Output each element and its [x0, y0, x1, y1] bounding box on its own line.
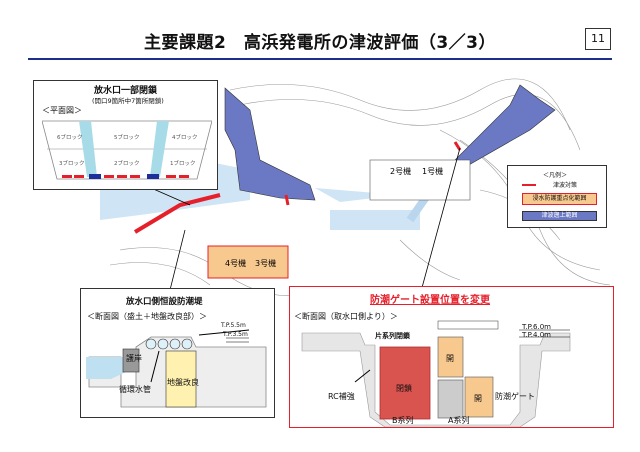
legend-swatch-red	[522, 184, 536, 186]
unit-1-label: 1号機	[422, 166, 443, 176]
open-gate-a2	[464, 376, 494, 418]
legend-item-inundation: 津波遡上範囲	[522, 211, 597, 221]
open-label: 開	[474, 394, 482, 403]
legend-label: 津波対策	[553, 182, 578, 189]
tp-low-label: T.P.4.0m	[522, 331, 551, 339]
flood-protection-area	[207, 245, 289, 279]
tsunami-measure-seawall	[133, 193, 221, 234]
block-label: 1ブロック	[170, 159, 196, 167]
block-label: 5ブロック	[114, 133, 140, 141]
page-number: 11	[585, 28, 611, 50]
panel-title: 放水口側恒設防潮堤	[126, 297, 203, 307]
inundation-area-outlet	[224, 87, 316, 201]
view-label: ＜断面図（盛土＋地盤改良部）＞	[87, 312, 207, 321]
rc-reinforcement-label: RC補強	[328, 392, 355, 401]
ground-improvement-label: 地盤改良	[167, 378, 199, 387]
seawall-panel: 放水口側恒設防潮堤 ＜断面図（盛土＋地盤改良部）＞ 護岸 循環水管 地盤改良 T…	[80, 288, 275, 418]
a-line-label: A系列	[448, 416, 470, 425]
tide-gate-panel: 防潮ゲート設置位置を変更 ＜断面図（取水口側より）＞ 片系列閉鎖 閉鎖 開 開 …	[289, 286, 614, 428]
panel-title: 防潮ゲート設置位置を変更	[370, 295, 490, 306]
tide-gate-label: 防潮ゲート	[495, 392, 535, 401]
tp-high-label: T.P.5.5m	[221, 322, 246, 329]
outlet-closure-panel: 放水口一部閉鎖 (開口9箇所中7箇所閉鎖) ＜平面図＞ 6ブロック 5ブロック …	[33, 80, 218, 190]
tsunami-measure-outlet	[284, 194, 290, 206]
legend-title: ＜凡例＞	[543, 172, 568, 179]
panel-subtitle: (開口9箇所中7箇所閉鎖)	[92, 97, 164, 105]
pipe-label: 循環水管	[119, 385, 151, 394]
tp-low-label: T.P.3.5m	[223, 331, 248, 338]
closed-label: 閉鎖	[396, 384, 412, 393]
panel-title: 放水口一部閉鎖	[94, 86, 158, 96]
unit-4-label: 4号機	[225, 258, 246, 268]
view-label: ＜平面図＞	[42, 106, 82, 115]
title-divider	[28, 58, 612, 60]
revetment-label: 護岸	[126, 354, 142, 363]
intake-channel	[330, 210, 420, 230]
one-side-closure-label: 片系列閉鎖	[375, 332, 410, 340]
block-label: 3ブロック	[59, 159, 85, 167]
open-gate-a1	[437, 336, 464, 378]
tp-high-label: T.P.6.0m	[522, 323, 551, 331]
tsunami-measure-intake	[453, 141, 462, 151]
unit-2-label: 2号機	[390, 166, 411, 176]
open-label: 開	[446, 354, 454, 363]
block-label: 6ブロック	[57, 133, 83, 141]
gate-section-diagram	[301, 320, 571, 427]
view-label: ＜断面図（取水口側より）＞	[294, 312, 398, 321]
closed-gate-b	[379, 346, 431, 420]
legend-item-flood: 浸水防護重点化範囲	[522, 193, 597, 205]
unit-3-label: 3号機	[255, 258, 276, 268]
legend: ＜凡例＞ 津波対策 浸水防護重点化範囲 津波遡上範囲	[507, 165, 607, 228]
block-label: 4ブロック	[172, 133, 198, 141]
seawall-section-diagram	[86, 329, 267, 408]
b-line-label: B系列	[392, 416, 414, 425]
block-label: 2ブロック	[114, 159, 140, 167]
page-title: 主要課題2 高浜発電所の津波評価（3／3）	[144, 33, 496, 53]
outlet-plan-diagram: 6ブロック 5ブロック 4ブロック 3ブロック 2ブロック 1ブロック	[42, 120, 212, 180]
